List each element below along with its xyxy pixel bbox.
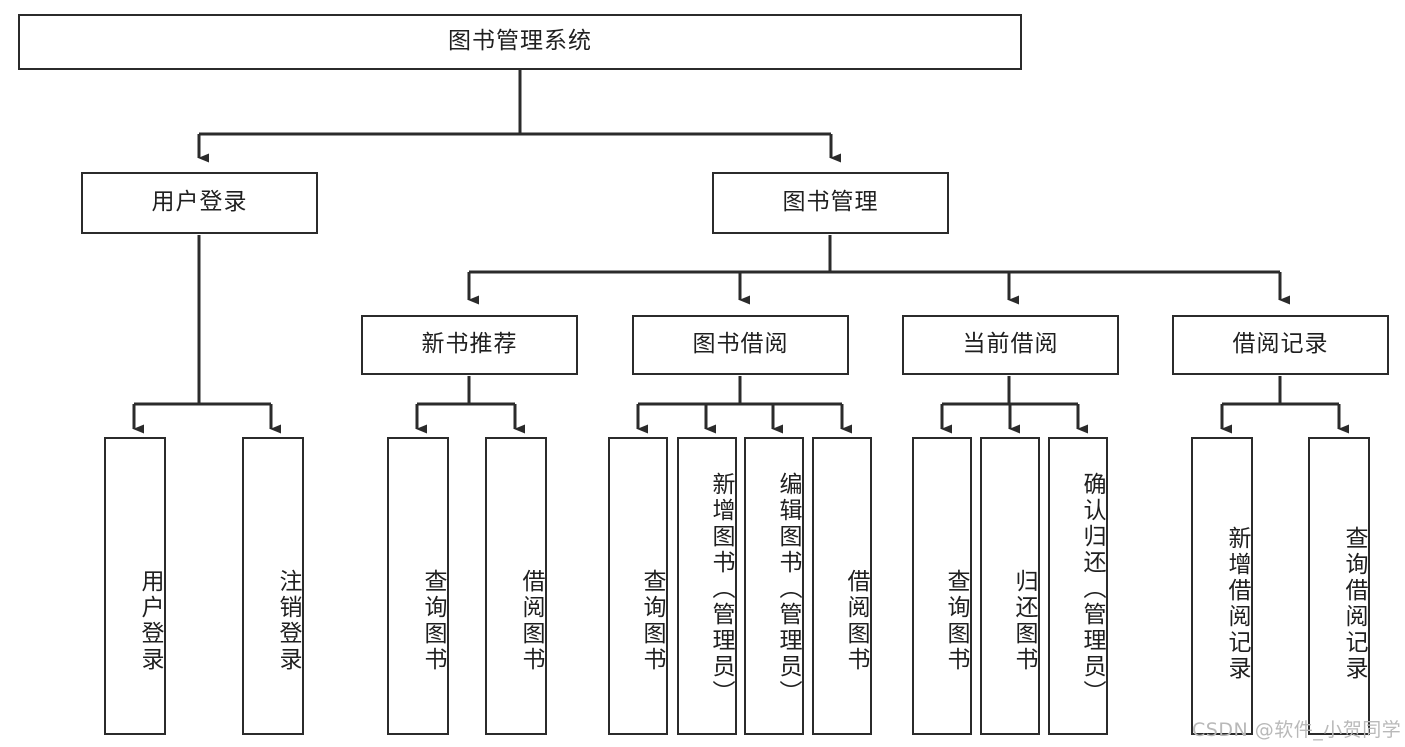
node-book-management[interactable]: 图书管理 (712, 172, 949, 234)
edges-current-borrow-to-leaves (940, 376, 1088, 434)
node-label: 查询图书 (943, 569, 969, 673)
node-label: 借阅图书 (518, 569, 544, 673)
leaf-current-borrow-query[interactable]: 查询图书 (912, 437, 972, 735)
node-label: 查询图书 (420, 569, 446, 673)
leaf-book-borrow-borrow[interactable]: 借阅图书 (812, 437, 872, 735)
node-current-borrow[interactable]: 当前借阅 (902, 315, 1119, 375)
node-label: 新增借阅记录 (1224, 526, 1250, 682)
leaf-user-login-login[interactable]: 用户登录 (104, 437, 166, 735)
node-label: 图书借阅 (692, 331, 789, 358)
edges-book-borrow-to-leaves (636, 376, 852, 434)
node-label: 借阅图书 (843, 569, 869, 673)
leaf-book-borrow-add[interactable]: 新增图书（管理员） (677, 437, 737, 735)
node-label: 注销登录 (275, 569, 301, 673)
node-label: 用户登录 (151, 189, 248, 216)
node-label: 查询借阅记录 (1341, 526, 1367, 682)
edges-new-book-to-leaves (415, 376, 525, 434)
leaf-book-borrow-query[interactable]: 查询图书 (608, 437, 668, 735)
node-label: 图书管理系统 (448, 28, 592, 55)
node-label: 借阅记录 (1232, 331, 1329, 358)
node-label: 确认归还（管理员） (1079, 472, 1105, 706)
edges-book-manage-to-level3 (467, 235, 1290, 305)
node-borrow-records[interactable]: 借阅记录 (1172, 315, 1389, 375)
leaf-borrow-records-add[interactable]: 新增借阅记录 (1191, 437, 1253, 735)
leaf-new-book-query[interactable]: 查询图书 (387, 437, 449, 735)
leaf-book-borrow-edit[interactable]: 编辑图书（管理员） (744, 437, 804, 735)
edges-user-login-to-leaves (132, 235, 281, 434)
node-new-book-recommend[interactable]: 新书推荐 (361, 315, 578, 375)
node-label: 当前借阅 (962, 331, 1059, 358)
node-label: 新书推荐 (421, 331, 518, 358)
node-root-library-management-system[interactable]: 图书管理系统 (18, 14, 1022, 70)
csdn-watermark: CSDN @软件_小贺同学 (1192, 719, 1402, 741)
node-label: 查询图书 (639, 569, 665, 673)
edges-root-to-level2 (197, 70, 841, 163)
node-label: 用户登录 (137, 569, 163, 673)
node-book-borrow[interactable]: 图书借阅 (632, 315, 849, 375)
node-label: 编辑图书（管理员） (775, 472, 801, 706)
leaf-new-book-borrow[interactable]: 借阅图书 (485, 437, 547, 735)
node-user-login[interactable]: 用户登录 (81, 172, 318, 234)
node-label: 归还图书 (1011, 569, 1037, 673)
leaf-current-borrow-confirm-return[interactable]: 确认归还（管理员） (1048, 437, 1108, 735)
leaf-current-borrow-return[interactable]: 归还图书 (980, 437, 1040, 735)
leaf-borrow-records-query[interactable]: 查询借阅记录 (1308, 437, 1370, 735)
edges-borrow-records-to-leaves (1220, 376, 1349, 434)
node-label: 图书管理 (782, 189, 879, 216)
node-label: 新增图书（管理员） (708, 472, 734, 706)
leaf-user-login-logout[interactable]: 注销登录 (242, 437, 304, 735)
